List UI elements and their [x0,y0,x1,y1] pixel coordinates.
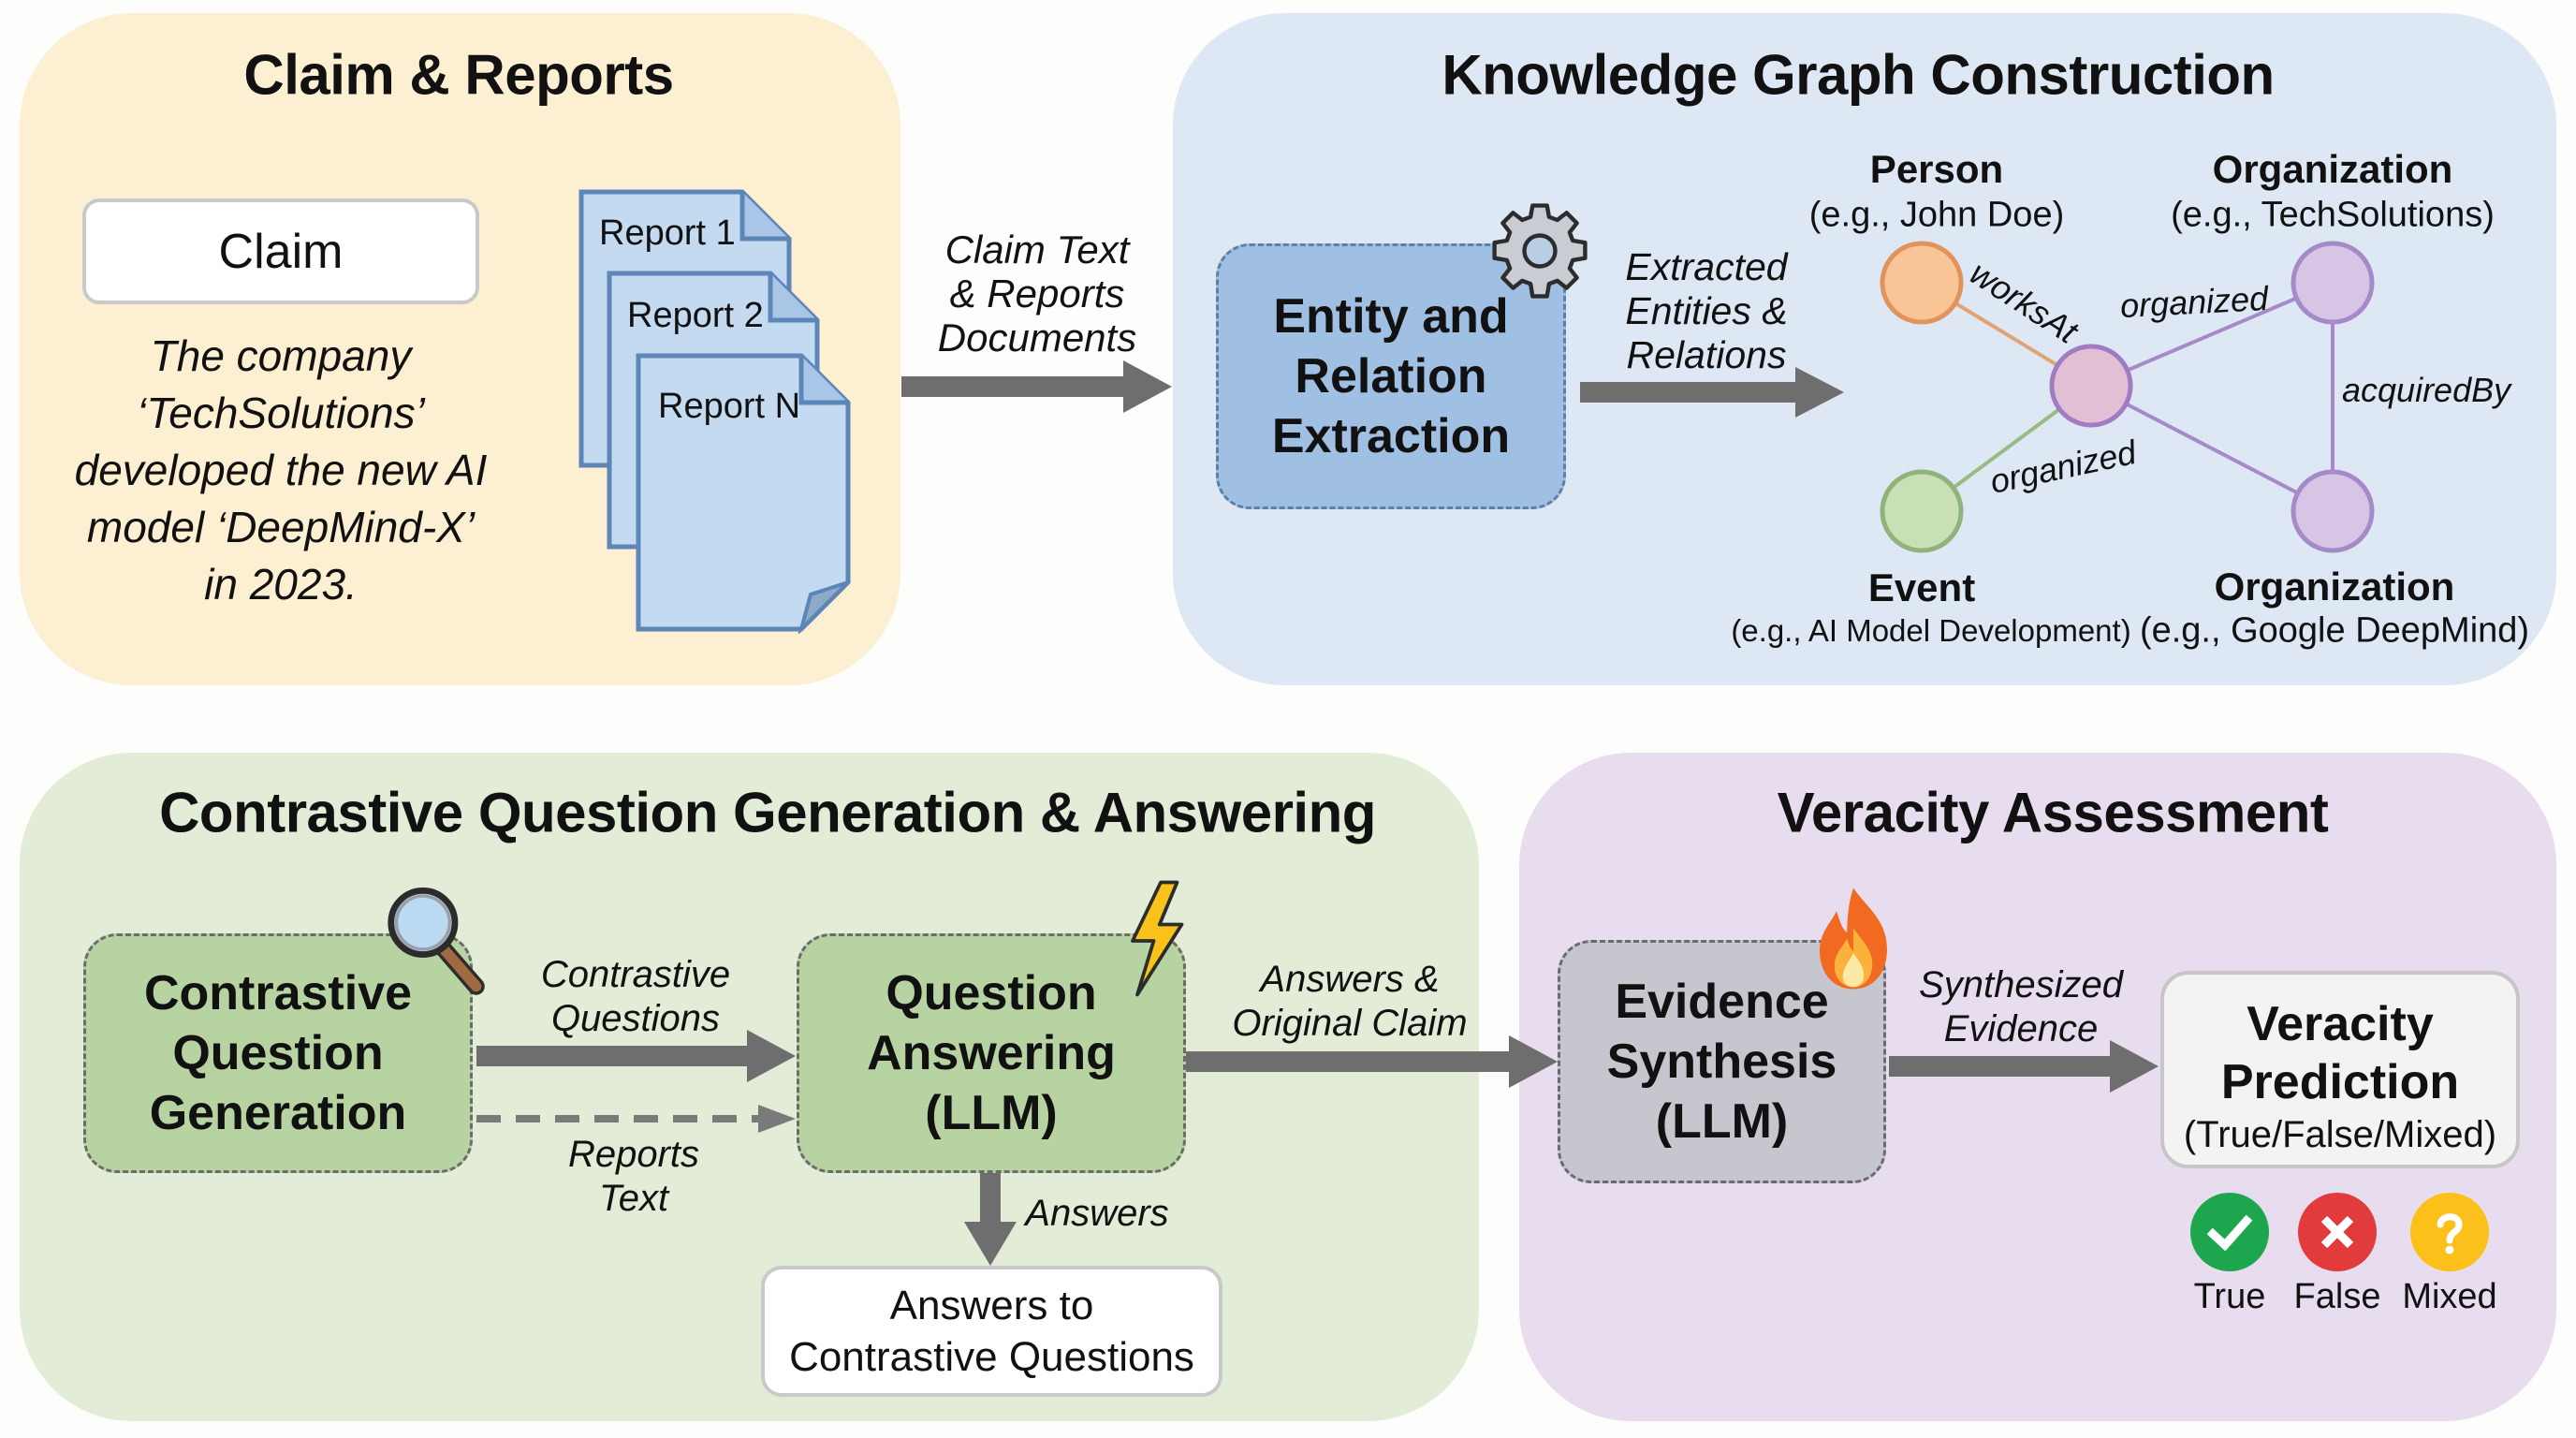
gear-icon [1492,203,1588,299]
node-person-example: (e.g., John Doe) [1808,195,2065,235]
node-organization-deepmind [2291,469,2375,553]
report-2-label: Report 2 [627,296,764,335]
node-org2-title: Organization [2214,565,2455,609]
node-event [1880,469,1964,553]
label-line: Original Claim [1232,1003,1468,1044]
edge-to-org2 [2090,384,2334,513]
process-label-line: (LLM) [1655,1094,1789,1149]
arrow-synthesis-to-prediction [1889,1040,2159,1093]
answers-original-claim-label: Answers & Original Claim [1232,958,1467,1046]
label-line: Synthesized [1919,964,2123,1005]
veracity-prediction-box: Veracity Prediction (True/False/Mixed) [2160,971,2520,1168]
claim-box: Claim [82,198,479,304]
label-line: Evidence [1943,1008,2099,1049]
node-event-title: Event [1867,565,1976,609]
claim-text-line: in 2023. [204,560,358,609]
label-line: Documents [937,315,1137,360]
arrow-claim-to-kg [901,360,1172,413]
label-line: Contrastive [540,954,731,995]
arrow-extraction-to-graph [1580,367,1844,418]
report-n-label: Report N [658,387,801,426]
prediction-subtitle: (True/False/Mixed) [2183,1114,2497,1155]
process-label-line: Synthesis [1606,1034,1837,1089]
arrow-qa-to-veracity [1186,1035,1558,1088]
process-label-line: Contrastive [143,966,413,1020]
process-label-line: Extraction [1271,409,1511,463]
x-icon [2298,1193,2377,1271]
contrastive-question-generation-box: Contrastive Question Generation [83,933,473,1173]
node-center [2049,344,2133,428]
question-answering-box: Question Answering (LLM) [797,933,1186,1173]
claim-text-line: The company [150,331,412,380]
edge-organized-top [2090,281,2334,388]
label-line: Entities & [1625,289,1788,332]
synthesized-evidence-label: Synthesized Evidence [1919,963,2123,1051]
contrastive-qa-title: Contrastive Question Generation & Answer… [159,781,1376,844]
node-org1-example: (e.g., TechSolutions) [2171,195,2495,235]
claim-text-line: model ‘DeepMind-X’ [86,503,476,551]
arrow-answers-down [964,1173,1017,1266]
process-label-line: Generation [149,1086,407,1140]
label-line: Claim Text [944,227,1130,271]
process-label-line: Evidence [1615,975,1829,1029]
prediction-title-line: Veracity [2247,997,2434,1051]
node-event-example: (e.g., AI Model Development) [1731,613,2131,648]
label-line: & Reports [949,271,1125,315]
report-1-label: Report 1 [599,213,736,253]
check-icon [2190,1193,2269,1271]
question-icon [2410,1193,2489,1271]
verdict-true-label: True [2193,1277,2266,1316]
label-line: Answers & [1260,959,1440,1000]
label-line: Extracted [1625,245,1788,288]
edge-label-organized-top: organized [2119,278,2270,326]
node-organization-techsolutions [2291,241,2375,325]
box-line: Answers to [889,1283,1094,1328]
process-label-line: Question [172,1026,384,1080]
process-label-line: Question [886,966,1097,1020]
process-label-line: (LLM) [925,1086,1058,1140]
answers-to-contrastive-questions-box: Answers to Contrastive Questions [761,1266,1222,1397]
claim-text-line: developed the new AI [74,446,488,494]
label-line: Reports [567,1134,700,1175]
label-line: Relations [1626,333,1787,376]
prediction-title-line: Prediction [2220,1055,2460,1109]
box-line: Contrastive Questions [789,1334,1194,1380]
label-line: Text [598,1178,669,1219]
claim-reports-title: Claim & Reports [243,43,674,107]
reports-text-label: Reports Text [568,1133,699,1221]
answers-label: Answers [1025,1193,1169,1234]
verdict-false-label: False [2293,1277,2381,1316]
label-line: Questions [550,998,721,1039]
claim-text-line: ‘TechSolutions’ [137,389,425,437]
magnifier-icon [388,887,485,995]
knowledge-graph-title: Knowledge Graph Construction [1442,43,2275,107]
node-org1-title: Organization [2212,147,2453,191]
arrow-reports-text [476,1105,796,1133]
claim-to-kg-label: Claim Text & Reports Documents [938,227,1136,360]
verdict-mixed-label: Mixed [2402,1277,2497,1316]
process-label-line: Relation [1295,349,1487,404]
entity-relation-extraction-box: Entity and Relation Extraction [1216,243,1566,509]
process-label-line: Entity and [1273,289,1509,344]
veracity-title: Veracity Assessment [1777,781,2329,844]
edge-label-acquired-by: acquiredBy [2342,371,2511,409]
arrow-questions [476,1030,796,1082]
extracted-entities-label: Extracted Entities & Relations [1625,245,1787,377]
node-person-title: Person [1869,147,2004,191]
node-org2-example: (e.g., Google DeepMind) [2139,610,2530,651]
fire-icon [1820,888,1887,990]
contrastive-questions-label: Contrastive Questions [541,953,730,1041]
claim-text: The company ‘TechSolutions’ developed th… [47,328,515,613]
lightning-icon [1131,880,1184,997]
document-icon [636,353,851,634]
node-person [1880,241,1964,325]
process-label-line: Answering [867,1026,1116,1080]
